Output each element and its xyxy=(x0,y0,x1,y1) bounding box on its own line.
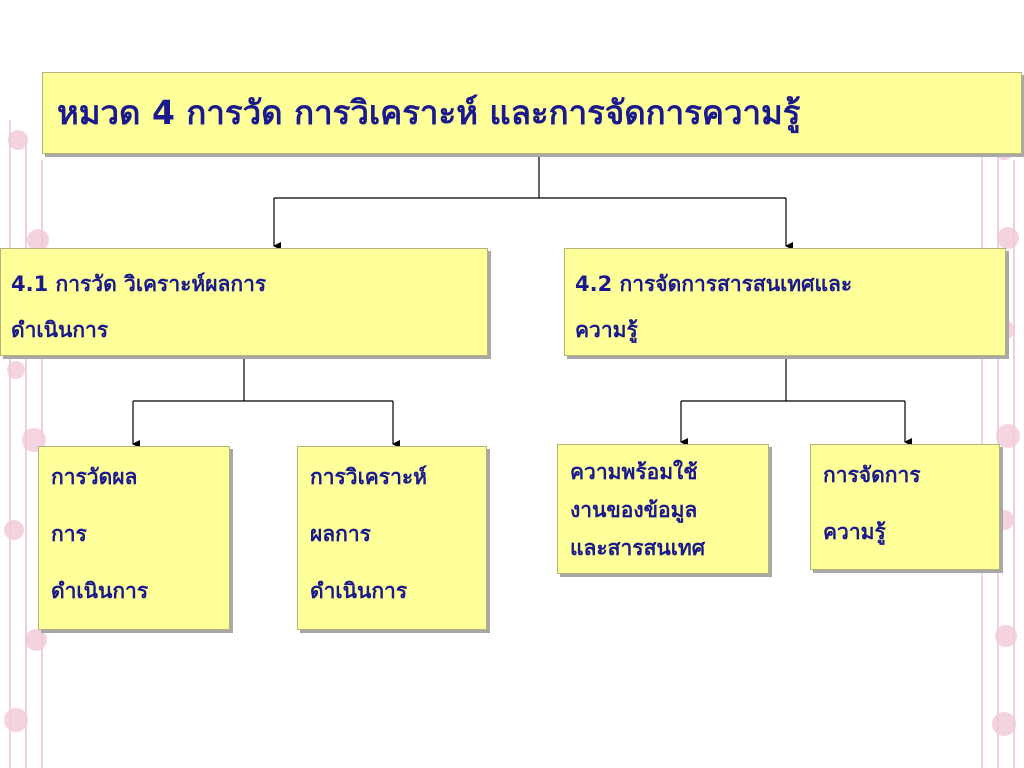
leaf-box-performance-measurement: การวัดผล การ ดำเนินการ xyxy=(38,446,230,630)
section-box-4-2: 4.2 การจัดการสารสนเทศและ ความรู้ xyxy=(564,248,1006,356)
leaf-label-data-availability: ความพร้อมใช้ งานของข้อมูล และสารสนเทศ xyxy=(570,460,706,560)
leaf-box-performance-analysis: การวิเคราะห์ ผลการ ดำเนินการ xyxy=(297,446,487,630)
leaf-box-data-availability: ความพร้อมใช้ งานของข้อมูล และสารสนเทศ xyxy=(557,444,769,574)
section-label-4-1: 4.1 การวัด วิเคราะห์ผลการ ดำเนินการ xyxy=(11,272,267,342)
section-label-4-2: 4.2 การจัดการสารสนเทศและ ความรู้ xyxy=(575,272,853,342)
section-box-4-1: 4.1 การวัด วิเคราะห์ผลการ ดำเนินการ xyxy=(0,248,488,356)
leaf-label-performance-analysis: การวิเคราะห์ ผลการ ดำเนินการ xyxy=(310,465,427,603)
leaf-label-knowledge-management: การจัดการ ความรู้ xyxy=(823,463,921,544)
diagram-title: หมวด 4 การวัด การวิเคราะห์ และการจัดการค… xyxy=(57,93,801,132)
leaf-label-performance-measurement: การวัดผล การ ดำเนินการ xyxy=(51,465,149,603)
leaf-box-knowledge-management: การจัดการ ความรู้ xyxy=(810,444,1000,570)
diagram-title-box: หมวด 4 การวัด การวิเคราะห์ และการจัดการค… xyxy=(42,72,1022,154)
